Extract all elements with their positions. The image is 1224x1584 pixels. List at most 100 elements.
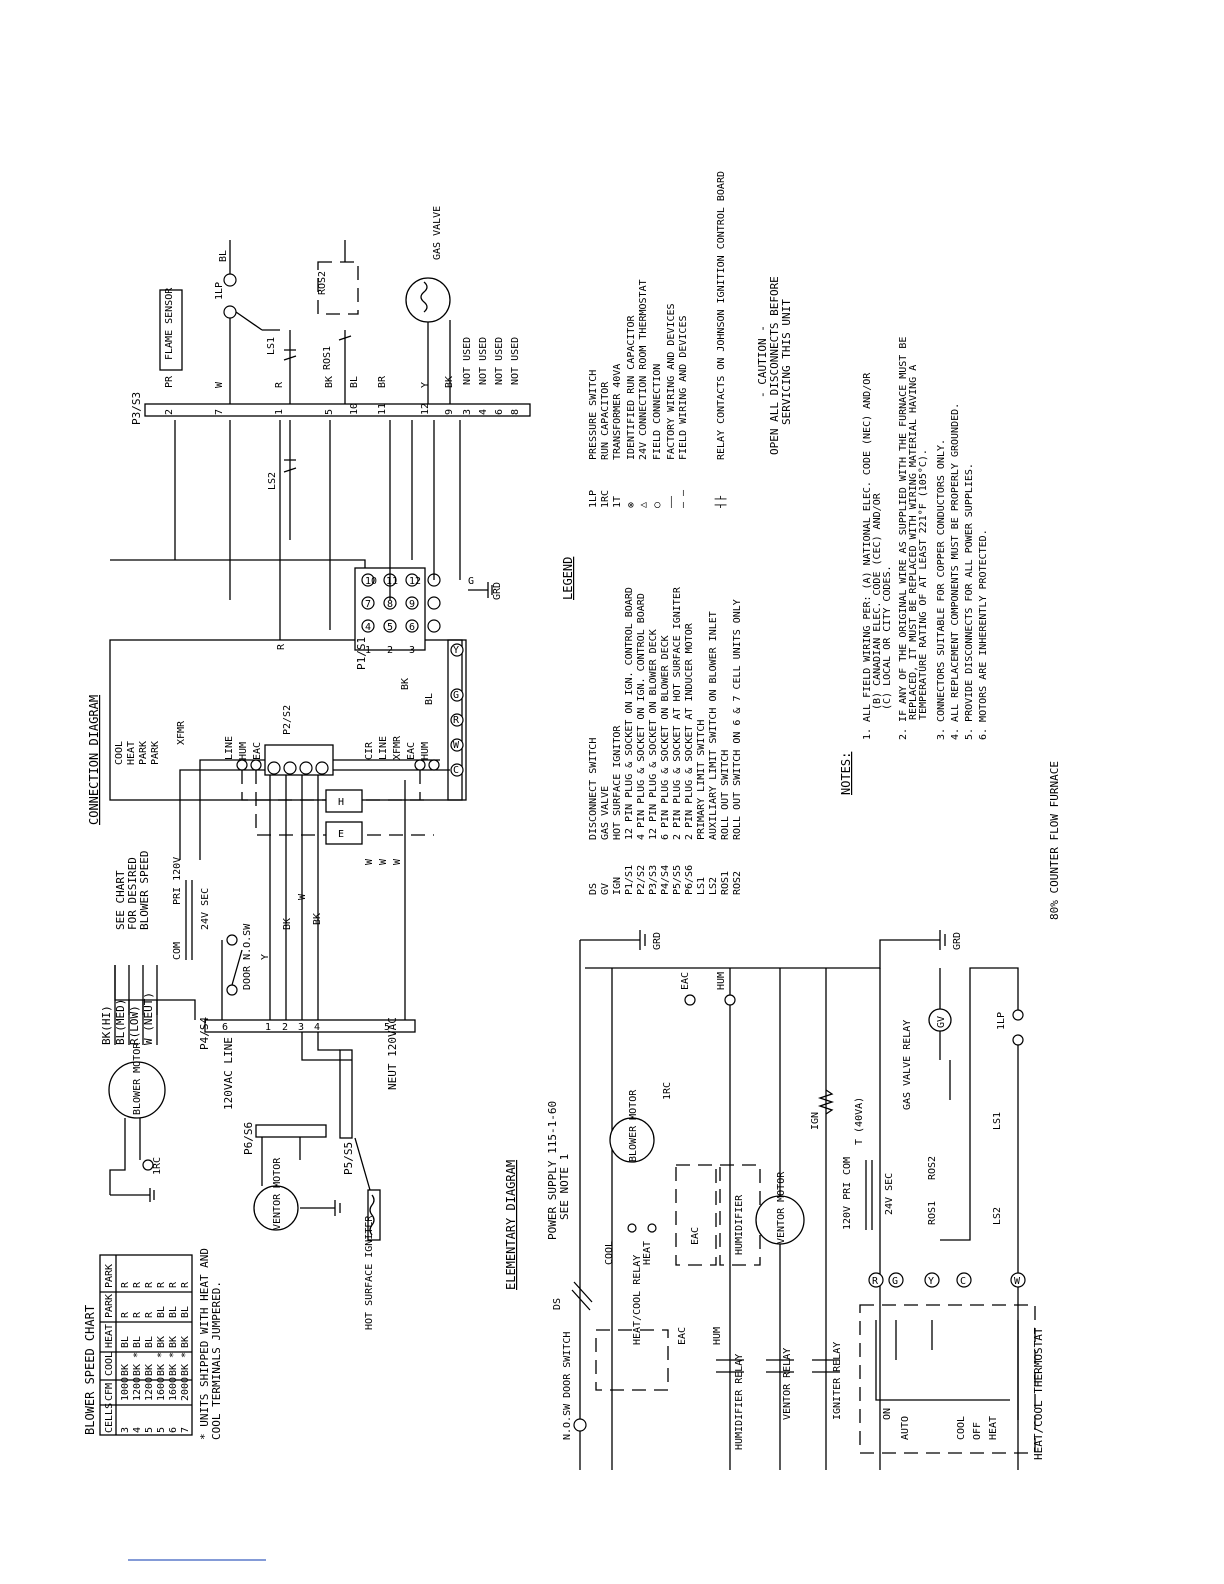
bsc-cell-5-3: BK [180, 1336, 191, 1348]
p1-s1-pins [361, 573, 441, 633]
legend-code-4: P2/S2 [636, 865, 647, 895]
legend-desc-0: DISCONNECT SWITCH [588, 738, 599, 840]
board-terminal-heat: HEAT [126, 741, 137, 765]
bsc-cell-4-1: 1600 [168, 1377, 179, 1401]
legend-code-3: P1/S1 [624, 865, 635, 895]
supply-120vac-line: 120VAC LINE [222, 1037, 235, 1110]
heat-cool-thermostat-title: HEAT/COOL THERMOSTAT [1032, 1327, 1045, 1460]
blower-speed-footnote-2: COOL TERMINALS JUMPERED. [210, 1281, 223, 1440]
legend-desc-10: AUXILIARY LIMIT SWITCH ON BLOWER INLET [708, 611, 719, 840]
svg-text:W: W [364, 858, 375, 865]
elem-heat-label: HEAT [642, 1241, 653, 1265]
see-chart-line-3: BLOWER SPEED [138, 851, 151, 930]
p3-s3-dest-8: NOT USED [462, 337, 473, 385]
elem-terminal-y: Y [928, 1276, 934, 1287]
power-supply-line-2: SEE NOTE 1 [558, 1154, 571, 1220]
note-line-6: 3. CONNECTORS SUITABLE FOR COPPER CONDUC… [936, 439, 947, 740]
bsc-cell-0-2: BK [120, 1364, 131, 1376]
legend-symbol-2: 1T [612, 496, 623, 508]
svg-text:1: 1 [265, 1022, 271, 1033]
elem-door-switch-label: N.O.SW DOOR SWITCH [562, 1332, 573, 1440]
bsc-cell-3-5: R [156, 1281, 167, 1288]
legend-code-6: P4/S4 [660, 865, 671, 895]
svg-text:6: 6 [409, 622, 415, 633]
svg-text:BL: BL [218, 250, 229, 262]
blower-lead-low: R(LOW) [128, 1005, 141, 1045]
p3-s3-dest-9: NOT USED [478, 337, 489, 385]
hot-surface-igniter-label: HOT SURFACE IGNITER [364, 1215, 375, 1330]
svg-text:W: W [378, 858, 389, 865]
legend-code-5: P3/S3 [648, 865, 659, 895]
p3-s3-pin-6: 6 [494, 409, 505, 415]
blower-lead-med: BL(MED) [114, 999, 127, 1045]
svg-text:W: W [297, 893, 308, 900]
ventor-motor-symbol [253, 1185, 299, 1231]
p3-s3-pin-1: 1 [274, 409, 285, 415]
legend-symbol-8: ┤├ [714, 495, 727, 508]
notes-lines: 1. ALL FIELD WIRING PER: (A) NATIONAL EL… [862, 337, 989, 740]
bsc-cell-0-5: R [120, 1281, 131, 1288]
svg-text:BL: BL [424, 693, 435, 705]
elem-sec-label: 24V SEC [884, 1173, 895, 1215]
elem-ros2-label: ROS2 [927, 1156, 938, 1180]
run-capacitor-1rc-symbol [142, 1159, 154, 1171]
page-title: 80% COUNTER FLOW FURNACE [1048, 761, 1061, 920]
elem-eac-label: EAC [677, 1327, 688, 1345]
transformer-sec: 24V SEC [200, 888, 211, 930]
legend-symbol-3: ⊗ [626, 502, 637, 508]
legend-title: LEGEND [561, 557, 575, 600]
bsc-cell-4-5: R [168, 1281, 179, 1288]
elem-t40va-label: T (40VA) [854, 1097, 865, 1145]
flame-sensor-symbol [159, 289, 183, 371]
svg-text:H: H [338, 797, 344, 808]
legend-desc-9: PRIMARY LIMIT SWITCH [696, 720, 707, 840]
note-line-3: 2. IF ANY OF THE ORIGINAL WIRE AS SUPPLI… [898, 337, 909, 740]
board-terminals-left: COOL HEAT PARK PARK XFMR [114, 720, 187, 765]
thermostat-terminal-g [450, 688, 464, 702]
board-terminal-xfmr-r: XFMR [392, 735, 403, 760]
legend-symbol-6: —— [666, 495, 677, 508]
legend-symbol-1: 1RC [600, 490, 611, 508]
svg-text:BK: BK [400, 678, 411, 690]
legend-desc-5: 12 PIN PLUG & SOCKET ON BLOWER DECK [648, 629, 659, 840]
ground-grd-label: GRD [492, 582, 503, 600]
plug-p5-s5 [339, 1049, 353, 1139]
blower-speed-chart: BLOWER SPEED CHART CELLSCFMCOOLHEATPARKP… [83, 1248, 223, 1440]
bsc-cell-5-2: BK * [180, 1352, 191, 1376]
svg-text:2: 2 [387, 645, 393, 656]
p3-s3-dest-10: NOT USED [494, 337, 505, 385]
svg-text:9: 9 [409, 599, 415, 610]
plug-p4-s4 [204, 1019, 416, 1033]
board-terminal-line: LINE [224, 736, 235, 760]
thermostat-terminal-r [450, 713, 464, 727]
elem-igniter-relay-label: IGNITER RELAY [832, 1342, 843, 1420]
board-terminal-eac-mid: EAC [252, 742, 263, 760]
board-terminal-hum-r: HUM [420, 742, 431, 760]
bsc-cell-1-4: R [132, 1311, 143, 1318]
legend-code-10: LS2 [708, 877, 719, 895]
p3-s3-pin-8: 8 [510, 409, 521, 415]
bsc-cell-5-1: 2000 [180, 1377, 191, 1401]
thermostat-terminal-g-label: G [453, 690, 459, 701]
bsc-cell-3-3: BK [156, 1336, 167, 1348]
transformer-pri: PRI 120V [172, 857, 183, 905]
p3-s3-wire-4: BL [349, 376, 360, 388]
svg-text:2: 2 [282, 1022, 288, 1033]
legend-desc-11: ROLL OUT SWITCH [720, 750, 731, 840]
blower-lead-hi: BK(HI) [100, 1005, 113, 1045]
legend-symbol-7: – – [678, 489, 689, 508]
bsc-header-4: PARK [104, 1294, 115, 1318]
bsc-cell-3-0: 5 [156, 1427, 167, 1433]
bsc-header-5: PARK [104, 1264, 115, 1288]
elem-com-label: COM [842, 1157, 853, 1175]
caution-line-2: OPEN ALL DISCONNECTS BEFORE [768, 276, 781, 455]
plug-p1-s1-label: P1/S1 [355, 637, 368, 670]
svg-text:R: R [276, 643, 287, 650]
legend-symbol-4: △ [638, 502, 649, 508]
legend-code-1: GV [600, 883, 611, 895]
bsc-header-1: CFM [104, 1383, 115, 1401]
elem-gv-label: GV [936, 1016, 947, 1028]
thermostat-terminal-r-label: R [453, 715, 460, 726]
see-chart-line-1: SEE CHART [114, 870, 127, 930]
